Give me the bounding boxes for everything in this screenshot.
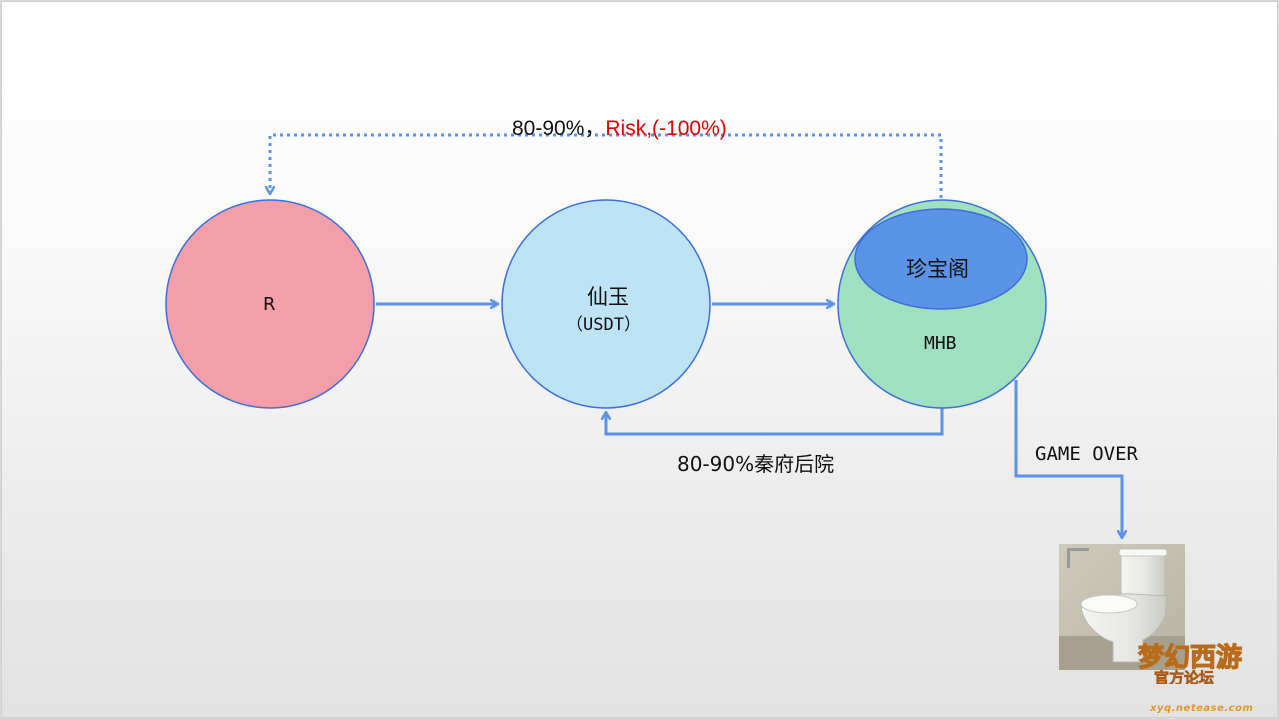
svg-text:梦幻西游: 梦幻西游 xyxy=(1138,643,1242,673)
node-mhb-label: MHB xyxy=(924,333,957,354)
node-r-circle xyxy=(165,199,375,409)
toilet-image xyxy=(1059,544,1185,670)
game-over-label: GAME OVER xyxy=(1035,443,1138,465)
node-zhenbaoge-label: 珍宝阁 xyxy=(906,257,969,281)
node-zhenbaoge-ellipse xyxy=(854,208,1028,310)
node-xianyu-label: 仙玉 xyxy=(587,285,629,309)
game-over-arrow xyxy=(1014,380,1122,538)
top-loop-label-risk: Risk,(-100%) xyxy=(605,117,727,140)
node-xianyu-sublabel: （USDT） xyxy=(566,315,641,335)
forum-watermark-url: xyq.netease.com xyxy=(1150,703,1254,714)
bottom-loop-label: 80-90%秦府后院 xyxy=(677,452,835,476)
svg-text:官方论坛: 官方论坛 xyxy=(1154,669,1214,684)
node-r-label: R xyxy=(263,294,276,315)
top-loop-label: 80-90%，Risk,(-100%) xyxy=(512,112,727,142)
top-loop-arrow xyxy=(270,133,943,198)
node-xianyu-circle xyxy=(501,199,711,409)
top-loop-label-prefix: 80-90%， xyxy=(512,117,606,140)
bottom-loop-arrow xyxy=(606,408,944,436)
forum-watermark-logo: 梦幻西游 官方论坛 xyxy=(1132,636,1272,687)
